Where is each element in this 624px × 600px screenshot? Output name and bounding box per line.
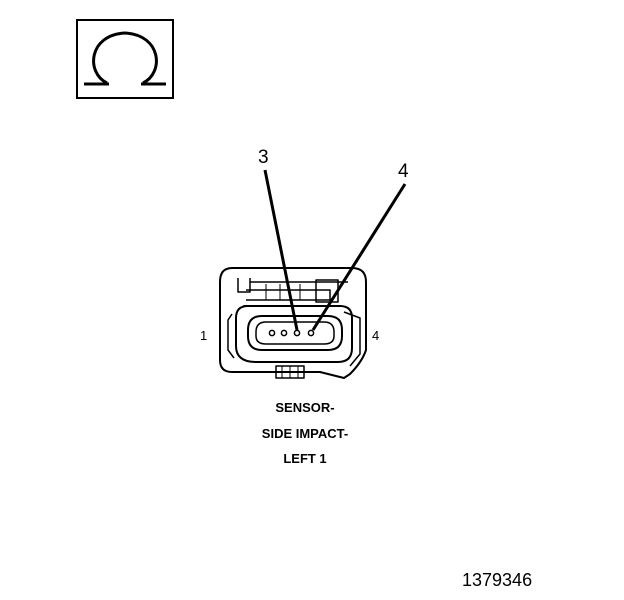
caption-line-3: LEFT 1 [283,451,327,466]
cavity-label-left: 1 [200,328,208,343]
caption-line-1: SENSOR- [275,400,335,415]
leader-line-3 [263,169,299,331]
terminals [268,329,315,337]
terminal-1 [268,329,276,337]
ohm-symbol-box [76,19,174,99]
leader-line-4 [311,183,407,331]
callout-3: 3 [258,147,269,168]
terminal-2 [280,329,288,337]
terminal-4 [307,329,315,337]
terminal-3 [293,329,301,337]
connector-housing [219,267,367,379]
caption-line-2: SIDE IMPACT- [261,426,349,441]
ohm-icon [84,31,166,86]
figure-id: 1379346 [462,570,533,590]
callout-4: 4 [398,161,409,182]
cavity-label-right: 4 [372,328,380,343]
